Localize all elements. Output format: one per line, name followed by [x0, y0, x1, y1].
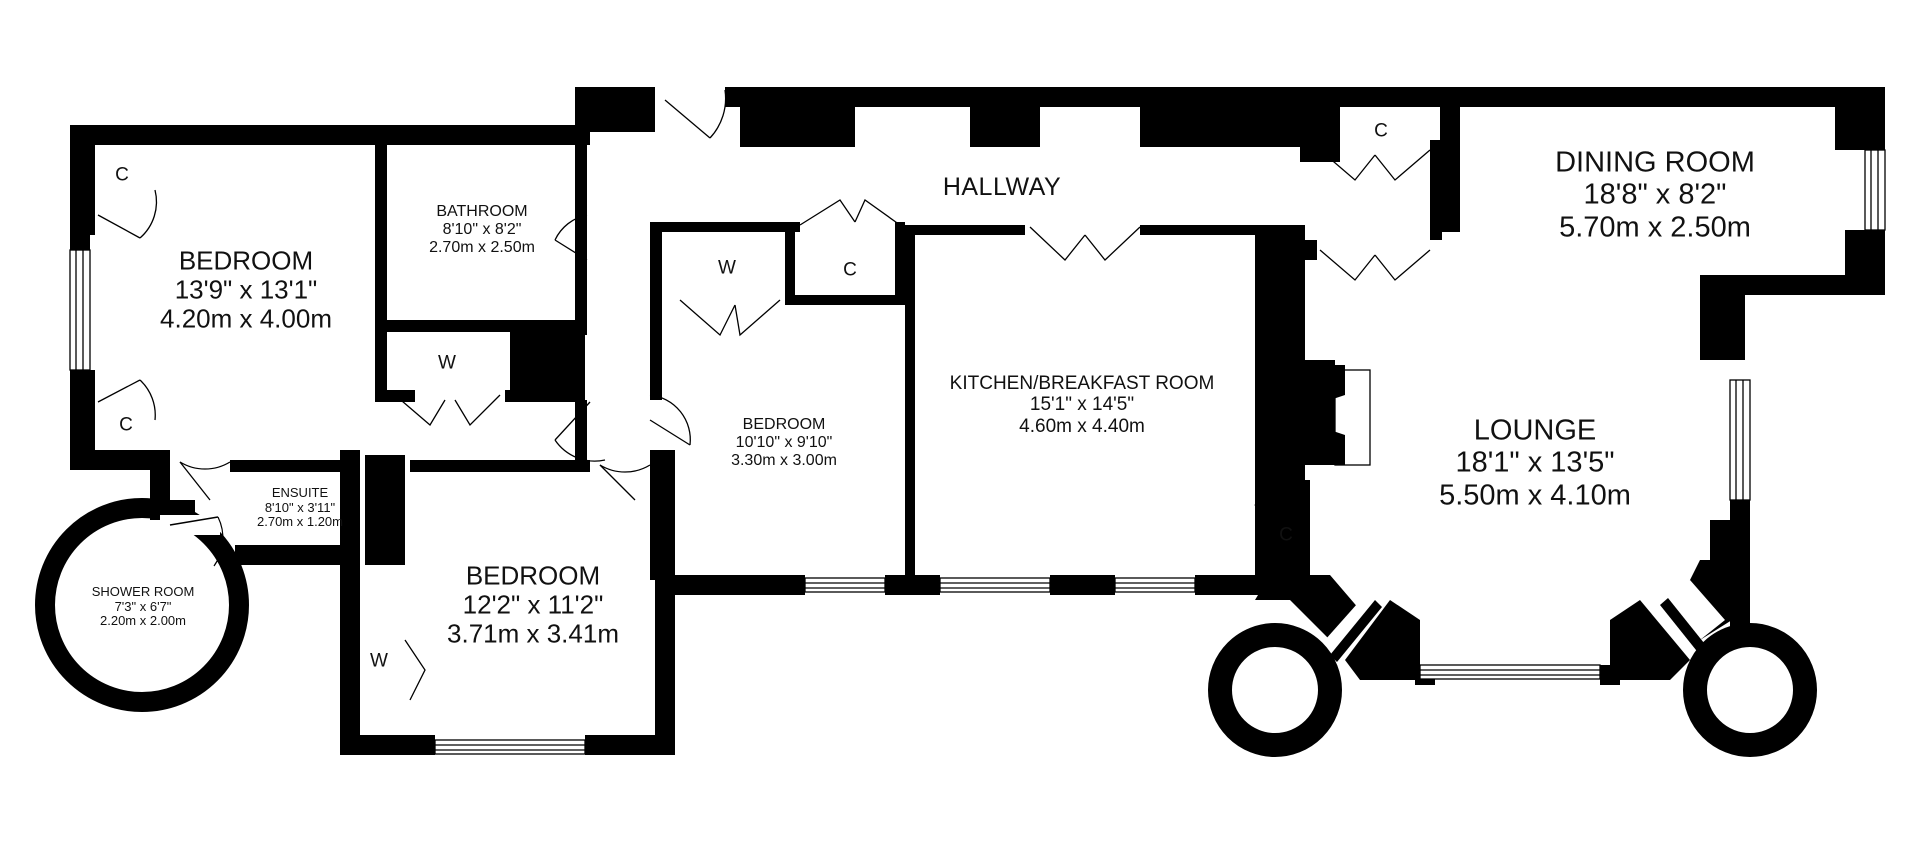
room-name: BEDROOM [742, 416, 826, 434]
room-size-metric: 4.60m x 4.40m [1019, 415, 1145, 437]
room-size-metric: 5.50m x 4.10m [1439, 479, 1631, 512]
storage-wardrobe-label: W [370, 650, 388, 672]
room-lounge: LOUNGE 18'1" x 13'5" 5.50m x 4.10m [1439, 414, 1631, 511]
room-size-imperial: 12'2" x 11'2" [462, 589, 604, 620]
storage-cupboard-label: C [115, 164, 129, 186]
room-name: DINING ROOM [1555, 146, 1755, 179]
room-size-metric: 2.70m x 1.20m [257, 514, 343, 530]
storage-wardrobe-label: W [438, 352, 456, 374]
room-size-imperial: 8'10" x 8'2" [442, 221, 522, 239]
room-name: BEDROOM [178, 245, 314, 276]
room-size-metric: 2.20m x 2.00m [100, 613, 186, 629]
windows [69, 149, 1886, 755]
room-size-imperial: 10'10" x 9'10" [735, 434, 833, 452]
room-bedroom-3: BEDROOM 12'2" x 11'2" 3.71m x 3.41m [447, 561, 619, 648]
room-size-imperial: 18'1" x 13'5" [1455, 446, 1615, 479]
room-size-metric: 4.20m x 4.00m [160, 303, 332, 334]
room-ensuite: ENSUITE 8'10" x 3'11" 2.70m x 1.20m [257, 486, 343, 530]
room-bedroom-2: BEDROOM 10'10" x 9'10" 3.30m x 3.00m [731, 416, 837, 470]
storage-cupboard-label: C [843, 259, 857, 281]
turrets [1208, 560, 1817, 757]
room-name: ENSUITE [271, 485, 329, 501]
room-size-imperial: 7'3" x 6'7" [114, 598, 172, 614]
room-kitchen-breakfast: KITCHEN/BREAKFAST ROOM 15'1" x 14'5" 4.6… [950, 373, 1215, 437]
room-size-metric: 2.70m x 2.50m [429, 238, 535, 256]
storage-cupboard-label: C [1374, 120, 1388, 142]
room-size-metric: 5.70m x 2.50m [1559, 211, 1751, 244]
room-size-imperial: 13'9" x 13'1" [174, 274, 318, 305]
doors [97, 89, 1431, 701]
room-name: HALLWAY [942, 173, 1062, 201]
room-size-imperial: 18'8" x 8'2" [1583, 178, 1727, 211]
room-size-metric: 3.30m x 3.00m [731, 451, 837, 469]
storage-cupboard-label: C [1279, 524, 1293, 546]
shower-room-walls [35, 498, 249, 712]
room-name: BATHROOM [436, 203, 528, 221]
room-dining: DINING ROOM 18'8" x 8'2" 5.70m x 2.50m [1555, 146, 1755, 243]
room-bedroom-1: BEDROOM 13'9" x 13'1" 4.20m x 4.00m [160, 246, 332, 333]
room-shower: SHOWER ROOM 7'3" x 6'7" 2.20m x 2.00m [92, 585, 195, 629]
fireplace [1305, 365, 1345, 465]
interior-walls [90, 140, 1442, 580]
room-name: LOUNGE [1473, 414, 1597, 447]
room-name: KITCHEN/BREAKFAST ROOM [949, 373, 1215, 395]
room-hallway: HALLWAY [943, 173, 1061, 201]
room-name: BEDROOM [465, 560, 601, 591]
room-size-imperial: 8'10" x 3'11" [264, 499, 336, 515]
room-size-imperial: 15'1" x 14'5" [1029, 394, 1135, 416]
room-name: SHOWER ROOM [91, 584, 195, 600]
storage-cupboard-label: C [119, 414, 133, 436]
room-bathroom: BATHROOM 8'10" x 8'2" 2.70m x 2.50m [429, 203, 535, 257]
room-size-metric: 3.71m x 3.41m [447, 618, 619, 649]
storage-wardrobe-label: W [718, 257, 736, 279]
